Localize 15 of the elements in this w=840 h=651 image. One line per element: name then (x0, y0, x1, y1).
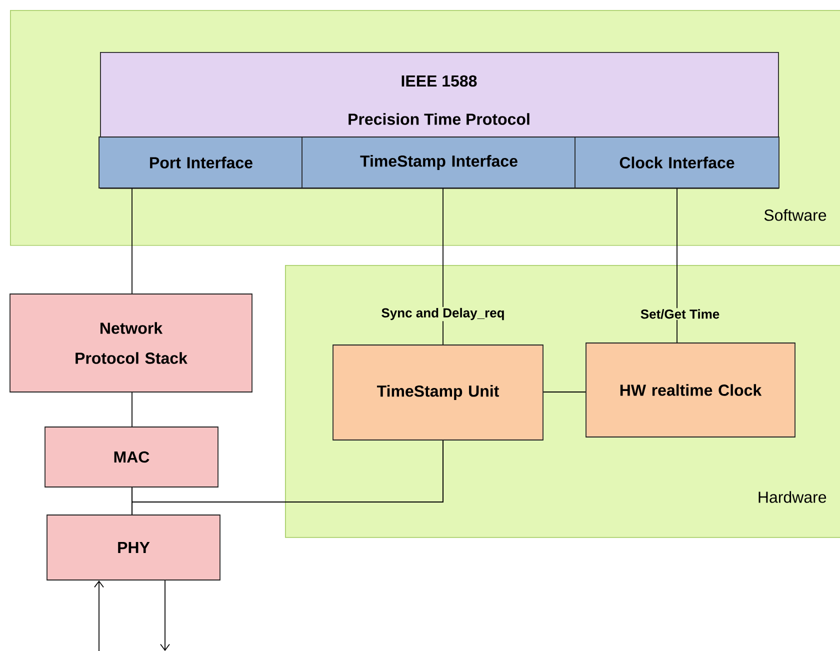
connector (160, 580, 170, 651)
interface-cell: TimeStamp Interface (302, 136, 576, 188)
edge-label: Sync and Delay_req (380, 306, 506, 322)
edge-label: Set/Get Time (639, 308, 721, 320)
process-box: PHY (46, 514, 220, 580)
process-box: TimeStamp Unit (332, 344, 544, 440)
process-box: MAC (44, 426, 218, 488)
connector (442, 188, 444, 345)
interface-cell: Clock Interface (574, 136, 780, 188)
connector (676, 188, 678, 343)
connector (94, 580, 104, 651)
interface-cell: Port Interface (98, 136, 304, 188)
process-box: HW realtime Clock (586, 342, 796, 438)
process-box: Network Protocol Stack (10, 294, 252, 392)
connector (132, 440, 444, 515)
